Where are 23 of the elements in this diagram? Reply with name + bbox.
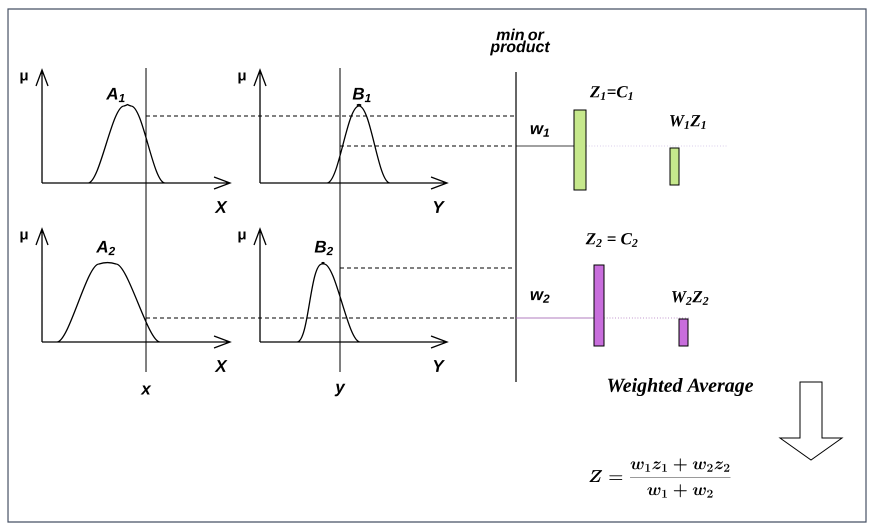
set-label: A$_{1}$ (106, 88, 125, 102)
weight-label: w$_{1}$ (530, 125, 549, 137)
set-label: B$_{2}$ (314, 240, 334, 256)
axis-label: Y (434, 360, 445, 372)
formula: $Z = \frac{w_{1} z_{1} + w_{2} z_{2}}{w_{1} + w_{2}}$ (589, 458, 731, 498)
axis-label: μ (238, 232, 246, 242)
product-label: W$_{1}$Z$_{1}$ (670, 115, 706, 129)
axis-label: X (214, 360, 228, 372)
set-label: B$_{1}$ (352, 88, 371, 102)
input-label: y (334, 384, 346, 396)
axis-label: Y (434, 201, 445, 213)
weight-label: w$_{2}$ (530, 291, 550, 303)
axis-label: μ (238, 72, 246, 84)
axis-label: X (214, 201, 228, 213)
bar-label: Z$_{2}$ = C$_{2}$ (586, 233, 638, 247)
input-label: x (140, 386, 152, 394)
axis-label: μ (20, 72, 28, 84)
heading: Weighted Average (608, 378, 754, 396)
operator-label: min or product (490, 28, 550, 56)
axis-label: μ (20, 232, 28, 242)
product-label: W$_{2}$Z$_{2}$ (672, 291, 708, 305)
bar-label: Z$_{1}$=C$_{1}$ (590, 86, 632, 100)
set-label: A$_{2}$ (96, 240, 116, 256)
